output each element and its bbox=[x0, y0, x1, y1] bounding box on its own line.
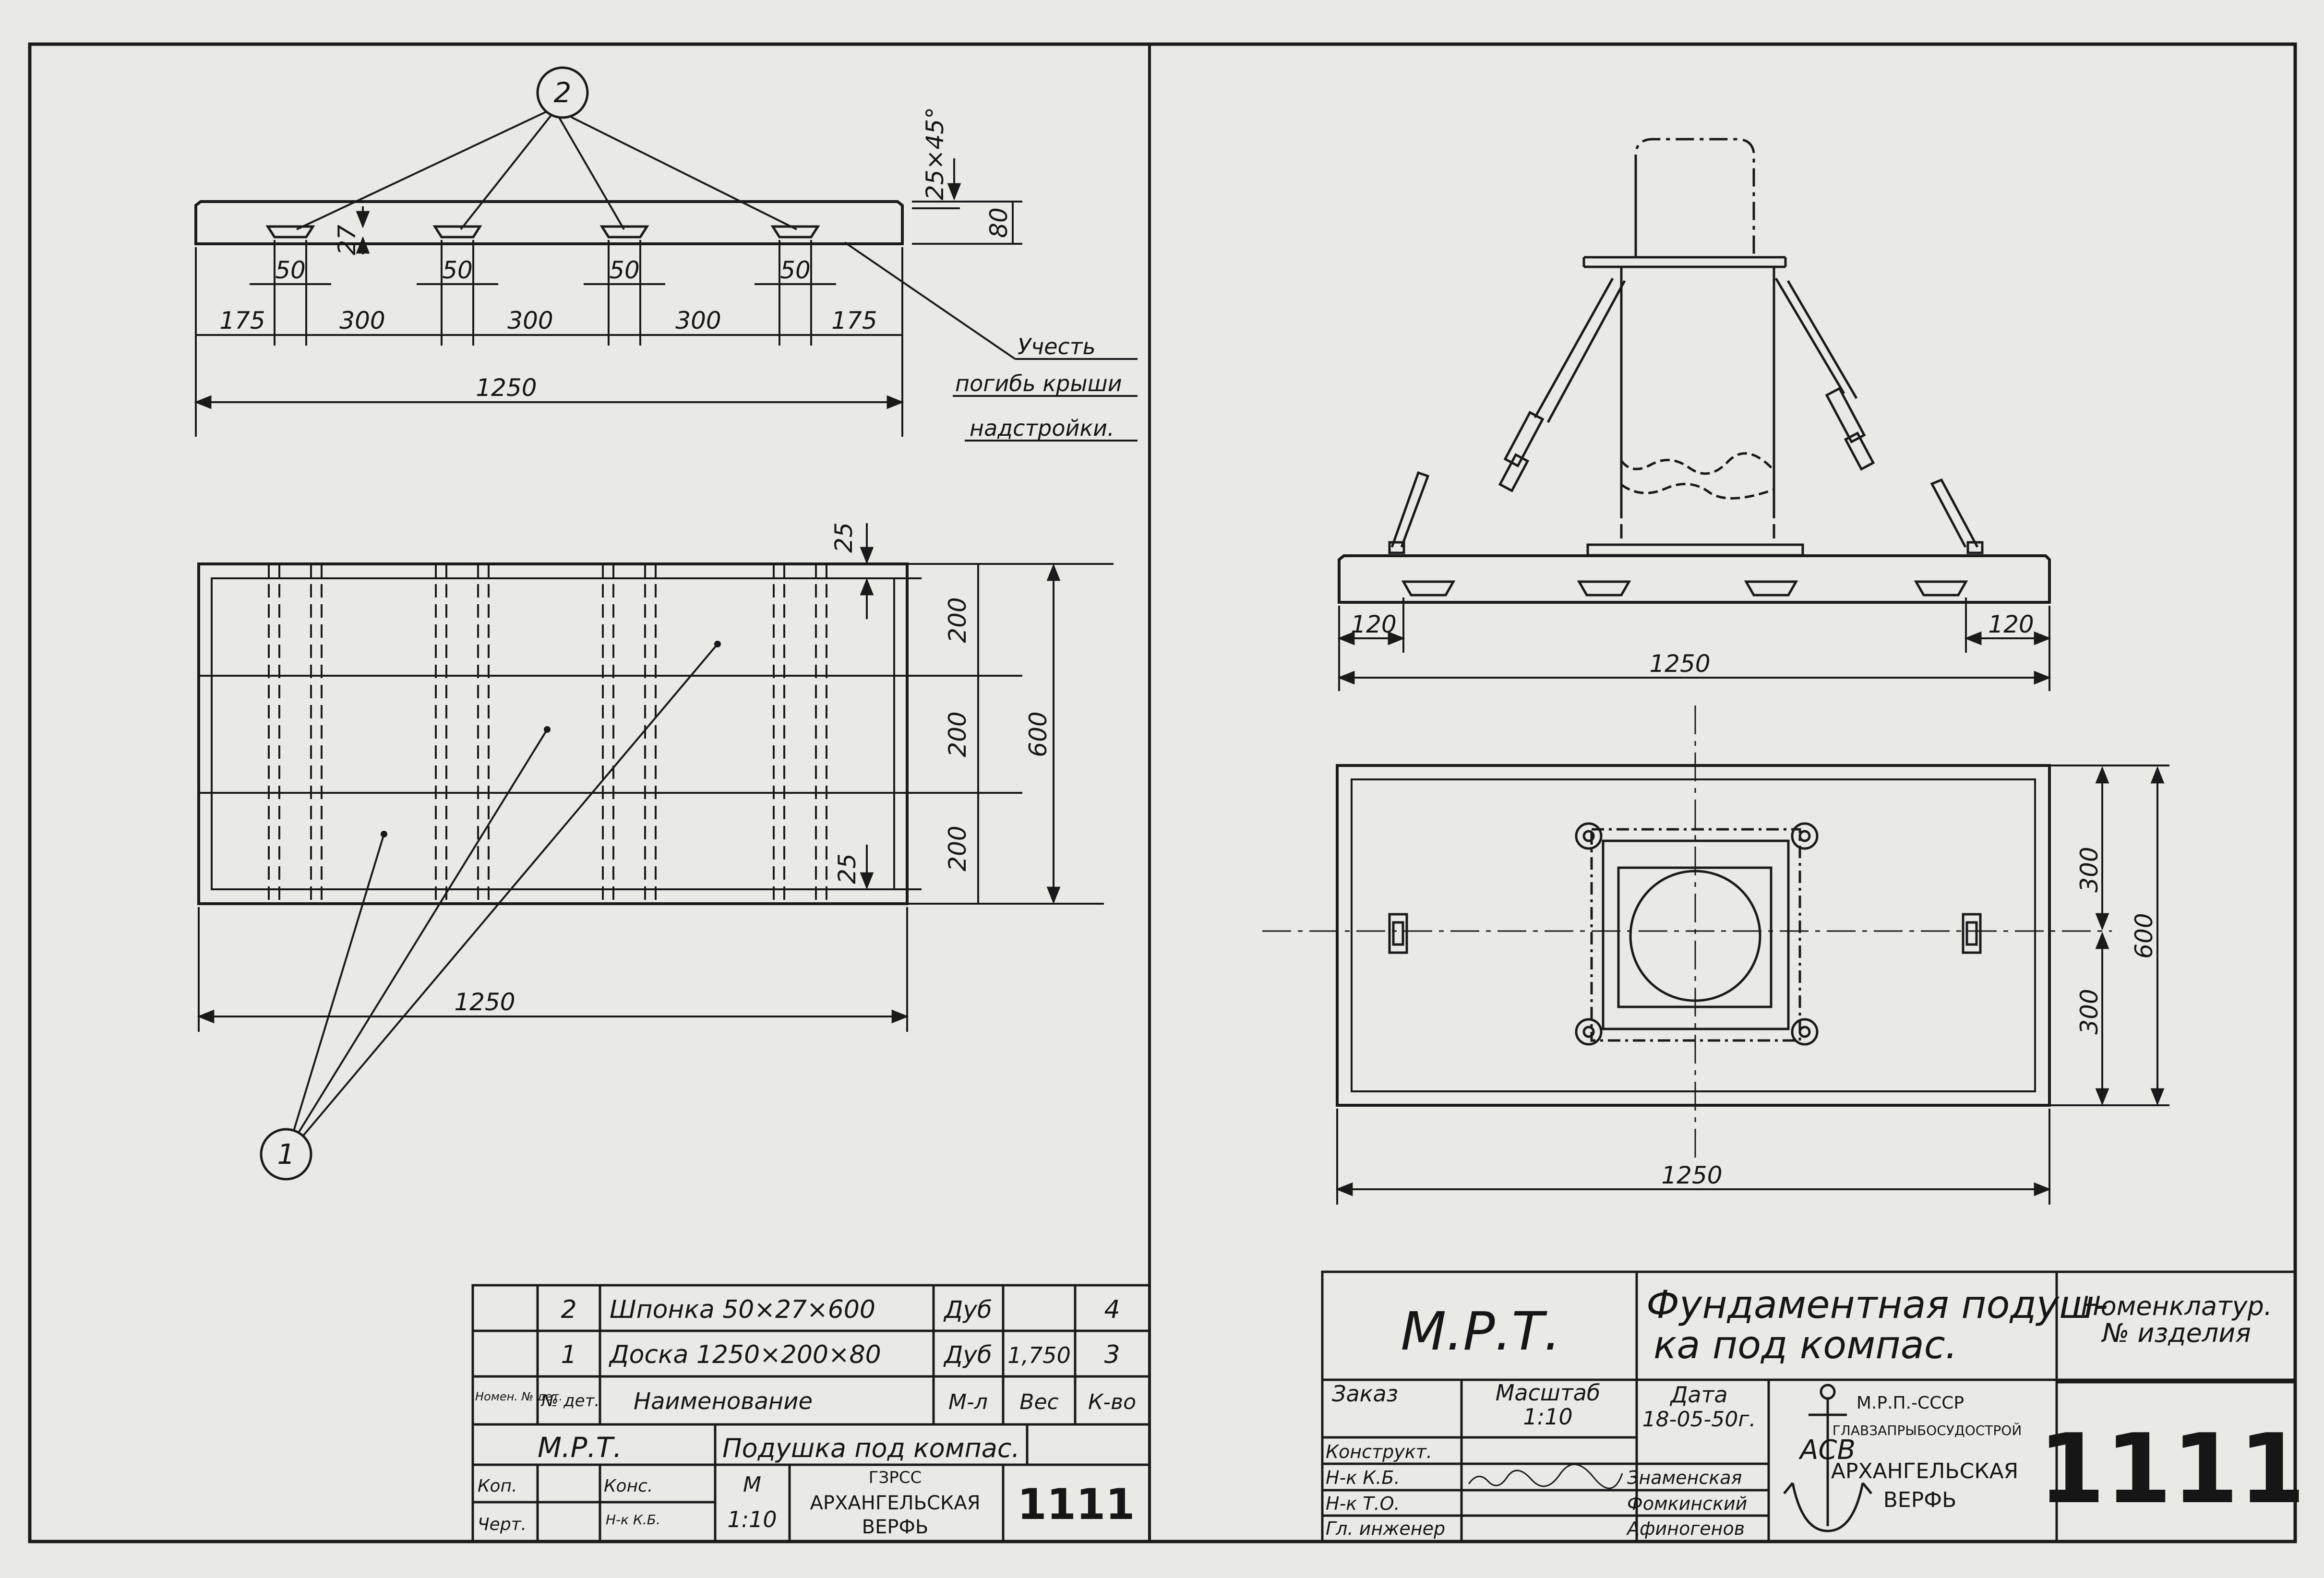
row-2-material: Дуб bbox=[943, 1296, 992, 1324]
compass-base-plan bbox=[1388, 822, 1982, 1046]
dim-overall-height: 600 bbox=[2130, 913, 2158, 958]
row-1-material: Дуб bbox=[943, 1341, 992, 1369]
dim-edge-right: 120 bbox=[1988, 610, 2034, 638]
compass bbox=[1388, 138, 1984, 557]
left-plan-view: 25 25 200 200 200 600 1250 1 bbox=[197, 522, 1114, 1181]
dim-spacing-5: 175 bbox=[831, 307, 877, 335]
header-pos: Номен. № дет. bbox=[475, 1390, 563, 1403]
small-number: 1111 bbox=[1018, 1480, 1135, 1529]
right-elevation-view: 120 120 1250 bbox=[1337, 138, 2051, 691]
dim-key-width-3: 50 bbox=[609, 256, 640, 284]
dim-spacing-4: 300 bbox=[675, 307, 721, 335]
note-line-3: надстройки. bbox=[970, 415, 1114, 441]
dim-key-width-4: 50 bbox=[780, 256, 811, 284]
right-plan-view: 300 300 600 1250 bbox=[1262, 705, 2169, 1205]
callout-2 bbox=[296, 66, 797, 230]
dim-key-depth: 27 bbox=[333, 225, 361, 255]
name-1: Знаменская bbox=[1627, 1467, 1742, 1488]
date-label: Дата bbox=[1669, 1382, 1727, 1408]
small-code: М.Р.Т. bbox=[538, 1431, 622, 1464]
title-block: М.Р.Т. Фундаментная подуш- ка под компас… bbox=[1321, 1270, 2306, 1543]
signature bbox=[1468, 1463, 1623, 1489]
small-nk: Н-к К.Б. bbox=[606, 1512, 660, 1528]
left-elevation-view: 2 27 25×45° 80 bbox=[194, 66, 1138, 442]
scale-label: Масштаб bbox=[1496, 1380, 1601, 1406]
note-line-2: погибь крыши bbox=[955, 371, 1122, 396]
main-title-1: Фундаментная подуш- bbox=[1646, 1282, 2108, 1327]
logo-text: АСВ bbox=[1798, 1435, 1856, 1466]
order-label: Заказ bbox=[1332, 1381, 1398, 1407]
note-line-1: Учесть bbox=[1018, 334, 1096, 359]
dim-key-width-1: 50 bbox=[275, 256, 306, 284]
hidden-keys bbox=[268, 564, 827, 904]
role-4: Гл. инженер bbox=[1326, 1518, 1445, 1539]
drawing-number: 1111 bbox=[2038, 1413, 2306, 1525]
role-1: Конструкт. bbox=[1326, 1441, 1432, 1462]
small-scale-label: М bbox=[743, 1472, 761, 1497]
row-1-weight: 1,750 bbox=[1007, 1342, 1071, 1368]
row-1-qty: 3 bbox=[1104, 1340, 1120, 1369]
dim-edge-top: 25 bbox=[830, 522, 858, 553]
row-2-qty: 4 bbox=[1104, 1295, 1120, 1324]
callout-2-label: 2 bbox=[554, 76, 572, 109]
anchor-logo-icon bbox=[1783, 1384, 1872, 1532]
role-3: Н-к Т.О. bbox=[1326, 1493, 1400, 1514]
small-org-2: АРХАНГЕЛЬСКАЯ bbox=[810, 1492, 981, 1514]
dim-row-3: 200 bbox=[944, 825, 971, 871]
dim-key-width-2: 50 bbox=[442, 256, 473, 284]
nomen-2: № изделия bbox=[2101, 1318, 2251, 1348]
small-org-1: ГЗРСС bbox=[869, 1468, 922, 1487]
dim-overall-width: 1250 bbox=[1661, 1161, 1722, 1189]
dim-overall-length: 1250 bbox=[1649, 650, 1710, 678]
small-chert: Черт. bbox=[478, 1515, 527, 1534]
role-2: Н-к К.Б. bbox=[1326, 1467, 1400, 1488]
dim-edge-left: 120 bbox=[1351, 610, 1396, 638]
row-2-pos: 2 bbox=[561, 1295, 576, 1324]
header-no: № дет. bbox=[540, 1391, 599, 1411]
dim-overall-length: 1250 bbox=[476, 374, 537, 402]
dim-edge-bottom: 25 bbox=[833, 853, 861, 884]
header-material: М-л bbox=[948, 1390, 988, 1414]
main-code: М.Р.Т. bbox=[1401, 1301, 1560, 1362]
dim-spacing-2: 300 bbox=[339, 307, 385, 335]
header-weight: Вес bbox=[1019, 1390, 1058, 1414]
header-qty: К-во bbox=[1088, 1390, 1136, 1414]
dim-overall-height: 600 bbox=[1024, 711, 1052, 757]
nomen-1: Номенклатур. bbox=[2081, 1291, 2272, 1321]
row-2-name: Шпонка 50×27×600 bbox=[610, 1295, 875, 1324]
org-3: АРХАНГЕЛЬСКАЯ bbox=[1831, 1459, 2019, 1483]
parts-table: 2 Шпонка 50×27×600 Дуб 4 1 Доска 1250×20… bbox=[471, 1284, 1151, 1543]
dim-half-top: 300 bbox=[2075, 847, 2103, 892]
dim-overall-width: 1250 bbox=[454, 988, 515, 1016]
row-1-name: Доска 1250×200×80 bbox=[609, 1340, 881, 1369]
org-1: М.Р.П.-СССР bbox=[1857, 1393, 1964, 1413]
dim-row-2: 200 bbox=[944, 711, 971, 757]
small-title: Подушка под компас. bbox=[722, 1433, 1020, 1463]
callout-1-label: 1 bbox=[277, 1138, 295, 1171]
date-value: 18-05-50г. bbox=[1642, 1407, 1756, 1432]
dim-height: 80 bbox=[985, 207, 1013, 238]
name-2: Фомкинский bbox=[1627, 1493, 1747, 1514]
dim-spacing-3: 300 bbox=[507, 307, 553, 335]
callout-1 bbox=[260, 641, 721, 1181]
row-1-pos: 1 bbox=[561, 1340, 576, 1369]
org-2: ГЛАВЗАПРЫБОСУДОСТРОЙ bbox=[1833, 1422, 2022, 1438]
name-3: Афиногенов bbox=[1626, 1518, 1745, 1539]
scale-value: 1:10 bbox=[1523, 1404, 1572, 1430]
small-kop: Коп. bbox=[478, 1476, 517, 1496]
small-kons: Конс. bbox=[604, 1476, 653, 1496]
dim-spacing-1: 175 bbox=[219, 307, 265, 335]
main-title-2: ка под компас. bbox=[1653, 1323, 1957, 1367]
dim-row-1: 200 bbox=[944, 597, 971, 643]
key-slots bbox=[265, 225, 820, 239]
dim-chamfer: 25×45° bbox=[921, 107, 949, 200]
small-scale: 1:10 bbox=[727, 1506, 777, 1532]
small-org-3: ВЕРФЬ bbox=[862, 1516, 929, 1538]
dim-half-bottom: 300 bbox=[2075, 989, 2103, 1034]
org-4: ВЕРФЬ bbox=[1883, 1488, 1957, 1512]
header-name: Наименование bbox=[634, 1388, 813, 1415]
